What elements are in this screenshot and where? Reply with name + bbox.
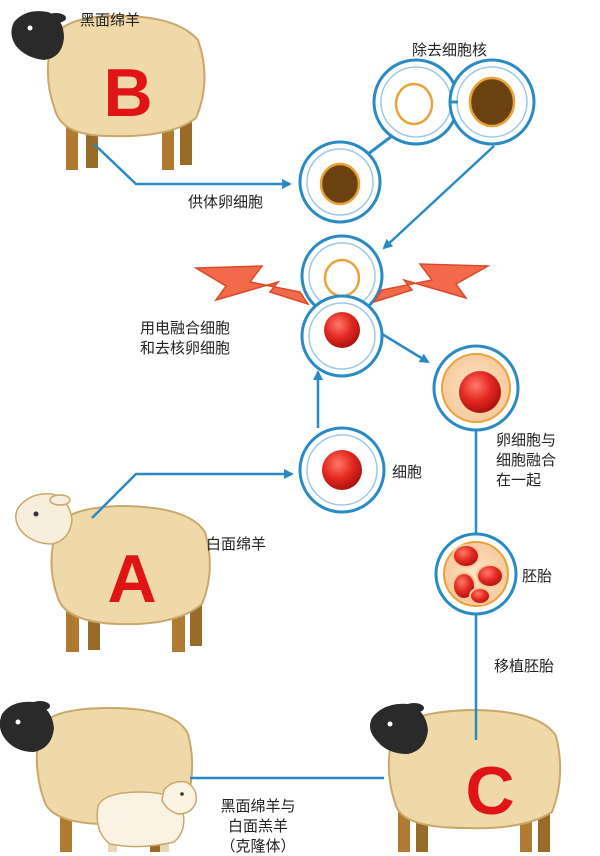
body-cell — [298, 426, 386, 514]
connector-enucleated-to-donor — [367, 134, 393, 156]
label-result-line-2: 白面羔羊 — [227, 817, 288, 835]
label-result-line-3: （克隆体） — [220, 837, 296, 855]
sheep-c-surrogate — [370, 703, 562, 852]
label-egg-fuse: 卵细胞与 细胞融合 在一起 — [496, 430, 556, 490]
letter-b: B — [103, 55, 152, 131]
label-egg-fuse-line-3: 在一起 — [496, 471, 542, 489]
lightning-right-icon — [372, 263, 491, 304]
sheep-ewe-with-lamb — [0, 701, 198, 852]
label-fusion-line-1: 用电融合细胞 — [140, 319, 231, 337]
fused-egg-cell — [432, 344, 520, 432]
label-sheep-b: 黑面绵羊 — [80, 11, 141, 29]
sheep-b-black-face — [11, 11, 206, 170]
label-egg-fuse-line-1: 卵细胞与 — [496, 431, 557, 449]
arrow-a-to-cell — [91, 469, 294, 519]
fusion-body-cell — [300, 294, 384, 378]
label-fusion: 用电融合细胞 和去核卵细胞 — [140, 318, 230, 358]
letter-c: C — [465, 753, 514, 829]
embryo-cell — [434, 532, 518, 616]
label-donor-egg: 供体卵细胞 — [188, 193, 264, 211]
label-result-line-1: 黑面绵羊与 — [220, 797, 296, 815]
arrow-fusion-to-fused-egg — [381, 332, 430, 364]
label-remove-nucleus: 除去细胞核 — [412, 41, 488, 59]
label-result: 黑面绵羊与 白面羔羊 （克隆体） — [200, 796, 316, 856]
label-embryo: 胚胎 — [522, 567, 553, 585]
arrow-enucleated-to-fusion — [382, 145, 495, 250]
enucleated-egg-cell — [372, 58, 460, 146]
sheep-a-white-face — [15, 493, 211, 652]
donor-egg-cell — [298, 140, 382, 224]
label-cell: 细胞 — [392, 463, 423, 481]
letter-a: A — [107, 541, 156, 617]
arrow-b-to-donor-egg — [93, 143, 292, 189]
label-egg-fuse-line-2: 细胞融合 — [496, 451, 557, 469]
label-transplant: 移植胚胎 — [494, 657, 555, 675]
removed-nucleus — [448, 58, 536, 146]
label-sheep-a: 白面绵羊 — [206, 535, 267, 553]
lightning-left-icon — [193, 265, 310, 306]
label-fusion-line-2: 和去核卵细胞 — [140, 339, 231, 357]
